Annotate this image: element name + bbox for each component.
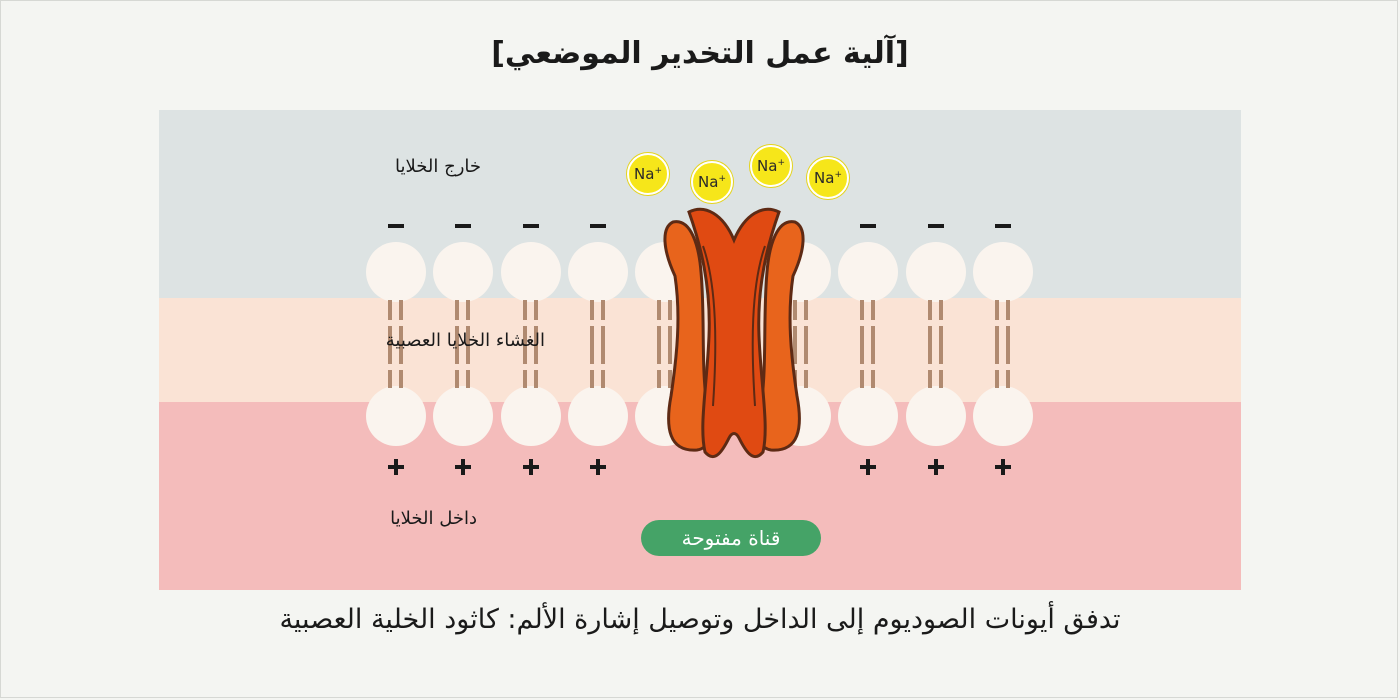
membrane-diagram: خارج الخلايا الغشاء الخلايا العصبية داخل…	[159, 110, 1241, 590]
lipid-tail	[656, 300, 674, 320]
lipid-tail	[589, 370, 607, 388]
lipid-tail	[792, 300, 810, 320]
lipid-tail	[994, 326, 1012, 364]
lipid-head-bottom	[906, 386, 966, 446]
negative-charge-sign	[858, 216, 878, 236]
sodium-ion: Na+	[627, 153, 669, 195]
lipid-head-top	[906, 242, 966, 302]
sodium-channel-protein	[663, 207, 805, 459]
lipid-tail	[387, 326, 405, 364]
lipid-tail	[454, 300, 472, 320]
lipid-tail	[859, 326, 877, 364]
positive-charge-sign	[588, 457, 608, 477]
outside-label: خارج الخلايا	[395, 156, 481, 177]
lipid-tail	[387, 300, 405, 320]
lipid-tail	[792, 326, 810, 364]
lipid-head-top	[568, 242, 628, 302]
lipid-head-top	[501, 242, 561, 302]
negative-charge-sign	[926, 216, 946, 236]
sodium-ion: Na+	[750, 145, 792, 187]
sodium-ion: Na+	[807, 157, 849, 199]
diagram-title: [آلية عمل التخدير الموضعي]	[491, 36, 909, 71]
lipid-head-bottom	[973, 386, 1033, 446]
lipid-head-top	[366, 242, 426, 302]
membrane-label: الغشاء الخلايا العصبية	[385, 330, 545, 351]
lipid-tail	[927, 326, 945, 364]
negative-charge-sign	[588, 216, 608, 236]
lipid-head-top	[433, 242, 493, 302]
lipid-head-top	[838, 242, 898, 302]
lipid-tail	[522, 370, 540, 388]
lipid-tail	[927, 300, 945, 320]
negative-charge-sign	[386, 216, 406, 236]
lipid-head-bottom	[433, 386, 493, 446]
positive-charge-sign	[993, 457, 1013, 477]
lipid-head-bottom	[568, 386, 628, 446]
lipid-tail	[859, 300, 877, 320]
lipid-tail	[387, 370, 405, 388]
negative-charge-sign	[521, 216, 541, 236]
open-channel-badge: قناة مفتوحة	[641, 520, 821, 556]
lipid-tail	[656, 326, 674, 364]
inside-label: داخل الخلايا	[390, 508, 477, 529]
lipid-tail	[859, 370, 877, 388]
figure-caption: تدفق أيونات الصوديوم إلى الداخل وتوصيل إ…	[279, 604, 1121, 635]
lipid-head-bottom	[366, 386, 426, 446]
lipid-tail	[522, 300, 540, 320]
positive-charge-sign	[521, 457, 541, 477]
lipid-head-bottom	[501, 386, 561, 446]
negative-charge-sign	[993, 216, 1013, 236]
positive-charge-sign	[858, 457, 878, 477]
negative-charge-sign	[453, 216, 473, 236]
lipid-tail	[927, 370, 945, 388]
lipid-head-bottom	[838, 386, 898, 446]
positive-charge-sign	[926, 457, 946, 477]
lipid-tail	[454, 326, 472, 364]
lipid-tail	[656, 370, 674, 388]
lipid-tail	[994, 370, 1012, 388]
lipid-tail	[589, 326, 607, 364]
lipid-head-top	[973, 242, 1033, 302]
positive-charge-sign	[386, 457, 406, 477]
sodium-ion: Na+	[691, 161, 733, 203]
lipid-tail	[589, 300, 607, 320]
lipid-tail	[994, 300, 1012, 320]
positive-charge-sign	[453, 457, 473, 477]
lipid-tail	[522, 326, 540, 364]
lipid-tail	[454, 370, 472, 388]
